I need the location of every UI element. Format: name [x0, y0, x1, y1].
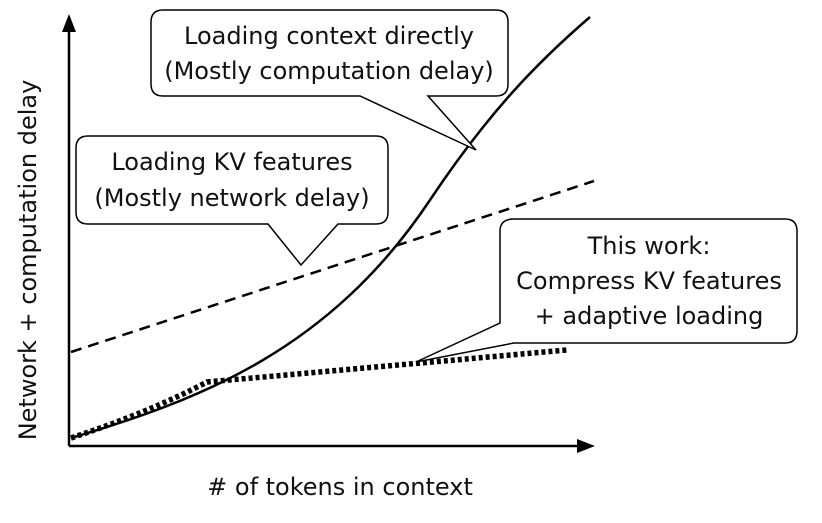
y-axis-label: Network + computation delay: [14, 80, 42, 441]
this-work-line: [70, 347, 568, 441]
callout-kv-line1: Loading KV features: [111, 148, 352, 176]
callout-this-work-line1: This work:: [587, 232, 711, 260]
callout-this-work: [415, 218, 798, 363]
direct-loading-curve: [70, 16, 591, 440]
x-axis-label: # of tokens in context: [207, 473, 473, 501]
callout-this-work-line3: + adaptive loading: [535, 302, 764, 330]
x-axis-arrowhead: [577, 439, 595, 453]
callout-kv: [75, 135, 389, 267]
y-axis-arrowhead: [62, 14, 76, 32]
callout-direct: [150, 9, 509, 151]
kv-loading-line: [70, 179, 595, 354]
callout-direct-line1: Loading context directly: [184, 22, 474, 50]
callout-direct-line2: (Mostly computation delay): [164, 57, 494, 85]
callout-kv-line2: (Mostly network delay): [94, 184, 369, 212]
callout-this-work-line2: Compress KV features: [516, 267, 782, 295]
